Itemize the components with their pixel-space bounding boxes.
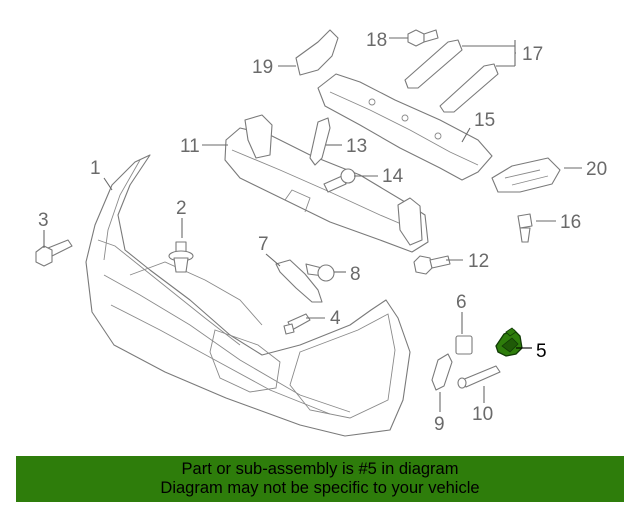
callout-10: 10 xyxy=(472,404,493,425)
callout-8: 8 xyxy=(350,264,361,285)
exploded-parts-diagram: 1 2 3 4 5 6 7 8 9 10 11 12 13 14 15 16 1… xyxy=(35,29,607,437)
part-3-bolt[interactable] xyxy=(35,239,73,267)
callout-14: 14 xyxy=(382,166,404,187)
callout-15: 15 xyxy=(474,110,495,131)
part-12-bolt[interactable] xyxy=(413,255,451,275)
part-4-bolt[interactable] xyxy=(283,313,311,335)
callout-16: 16 xyxy=(560,212,581,233)
part-14-bolt[interactable] xyxy=(323,168,356,193)
callout-9: 9 xyxy=(434,414,445,435)
callout-19: 19 xyxy=(252,57,273,78)
part-20-bracket[interactable] xyxy=(491,157,561,193)
callout-18: 18 xyxy=(366,30,387,51)
callout-5: 5 xyxy=(536,341,547,362)
part-6-clip[interactable] xyxy=(455,335,473,355)
callout-13: 13 xyxy=(346,136,367,157)
part-9-bracket[interactable] xyxy=(431,353,453,391)
part-2-push-pin[interactable] xyxy=(168,241,194,273)
callout-7: 7 xyxy=(258,234,269,255)
callout-20: 20 xyxy=(586,159,607,180)
part-18-bolt[interactable] xyxy=(407,29,439,47)
banner-line-2: Diagram may not be specific to your vehi… xyxy=(160,479,480,497)
callout-17: 17 xyxy=(522,44,543,65)
callout-4: 4 xyxy=(330,308,341,329)
part-1-bumper-cover[interactable] xyxy=(85,154,411,437)
diagram-notice-banner: Part or sub-assembly is #5 in diagram Di… xyxy=(16,456,624,502)
part-16-bolt[interactable] xyxy=(517,213,533,243)
part-17-brackets[interactable] xyxy=(404,39,499,113)
part-19-bracket[interactable] xyxy=(295,29,339,76)
callout-3: 3 xyxy=(38,210,49,231)
part-13-bracket[interactable] xyxy=(309,117,331,166)
part-15-upper-tie-bar[interactable] xyxy=(317,73,493,181)
callout-12: 12 xyxy=(468,251,489,272)
part-8-screw[interactable] xyxy=(305,263,335,282)
callout-2: 2 xyxy=(176,198,187,219)
banner-line-1: Part or sub-assembly is #5 in diagram xyxy=(181,460,459,478)
callout-11: 11 xyxy=(180,136,200,157)
part-10-stud[interactable] xyxy=(457,365,501,389)
leader-lines xyxy=(43,37,582,412)
callout-6: 6 xyxy=(456,292,467,313)
part-5-highlighted[interactable] xyxy=(495,327,523,357)
part-7-trim-piece[interactable] xyxy=(275,259,323,303)
callout-1: 1 xyxy=(90,158,101,179)
